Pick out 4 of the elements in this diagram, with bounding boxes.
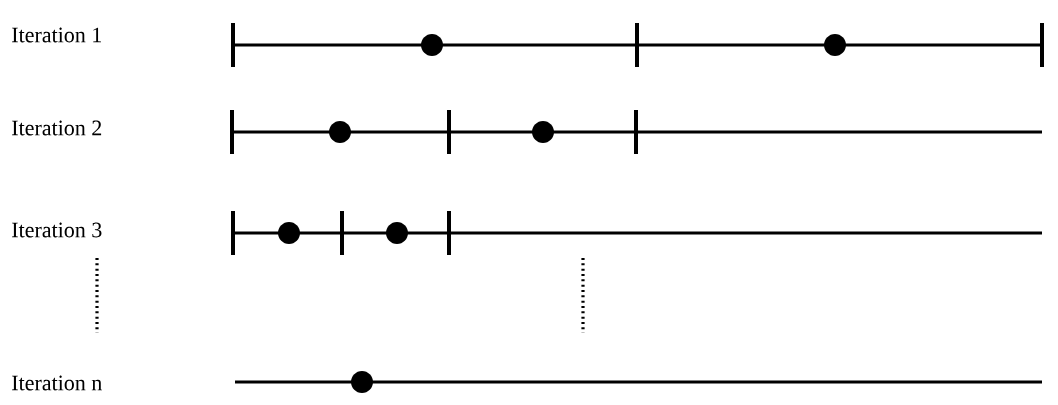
row-label: Iteration n xyxy=(12,375,102,391)
row-label: Iteration 1 xyxy=(12,27,101,43)
row-label: Iteration 3 xyxy=(12,222,102,238)
row-label: Iteration 2 xyxy=(12,120,102,136)
